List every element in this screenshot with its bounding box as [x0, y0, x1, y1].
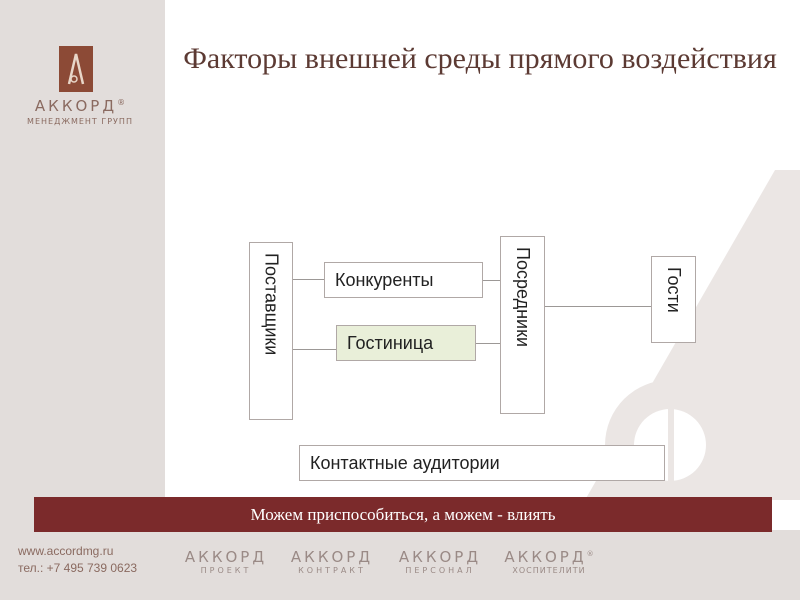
node-suppliers: Поставщики — [249, 242, 293, 420]
logo-a-icon — [67, 53, 85, 85]
footer-website[interactable]: www.accordmg.ru — [18, 544, 114, 558]
connector-competitors-intermediaries — [483, 280, 500, 281]
connector-suppliers-hotel — [292, 349, 337, 350]
slogan-banner: Можем приспособиться, а можем - влиять — [34, 497, 772, 532]
footer-phone: тел.: +7 495 739 0623 — [18, 561, 138, 575]
company-name: АККОРД® — [34, 97, 126, 115]
connector-hotel-intermediaries — [476, 343, 500, 344]
company-subtitle: МЕНЕДЖМЕНТ ГРУПП — [27, 117, 133, 126]
node-competitors-label: Конкуренты — [335, 269, 434, 290]
connector-suppliers-competitors — [292, 279, 325, 280]
footer-logo-project: АККОРД ПРОЕКТ — [184, 548, 268, 575]
company-logo-emblem — [59, 46, 93, 92]
node-hotel-label: Гостиница — [347, 332, 434, 353]
node-competitors: Конкуренты — [324, 262, 483, 298]
node-guests: Гости — [651, 256, 696, 343]
footer-background — [0, 530, 800, 600]
footer-logo-personnel: АККОРД ПЕРСОНАЛ — [398, 548, 482, 575]
page-title: Факторы внешней среды прямого воздействи… — [183, 42, 777, 75]
footer-logo-hospitality: АККОРД® ХОСПИТЕЛИТИ — [504, 548, 594, 575]
connector-intermediaries-guests — [545, 306, 651, 307]
node-hotel: Гостиница — [336, 325, 476, 361]
footer-logo-contract: АККОРД КОНТРАКТ — [290, 548, 374, 575]
node-intermediaries-label: Посредники — [513, 247, 533, 348]
node-suppliers-label: Поставщики — [261, 253, 282, 356]
node-intermediaries: Посредники — [500, 236, 545, 414]
node-contact-audiences-label: Контактные аудитории — [310, 452, 500, 473]
node-guests-label: Гости — [664, 267, 684, 313]
node-contact-audiences: Контактные аудитории — [299, 445, 665, 481]
